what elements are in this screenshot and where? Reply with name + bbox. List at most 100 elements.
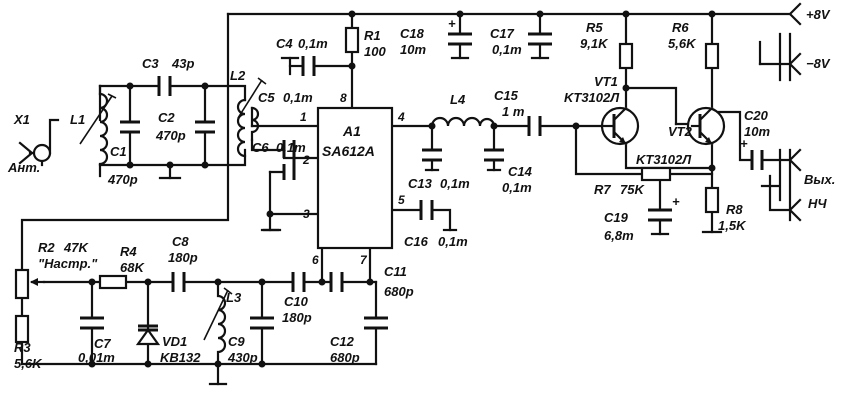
chip-pin-5: 5 xyxy=(398,193,405,207)
c7-value: 0,01m xyxy=(78,350,115,365)
r1-value: 100 xyxy=(364,44,386,59)
capacitor-c1: C1 470p xyxy=(107,120,140,187)
chip-pin-4: 4 xyxy=(397,110,405,124)
chip-a1: A1 SA612A 8 1 2 3 4 5 6 7 xyxy=(300,91,405,267)
transistor-vt1: VT1 KT3102Л xyxy=(564,74,640,146)
transistors: VT1 KT3102Л VT2 KT3102Л xyxy=(564,74,726,167)
l4-ref: L4 xyxy=(450,92,466,107)
capacitors: C4 0,1m + C18 10m C17 0,1m C3 43p C1 470… xyxy=(78,16,770,365)
capacitor-c5: C5 0,1m xyxy=(258,90,313,105)
capacitor-c16: C16 0,1m xyxy=(404,200,468,249)
r6-ref: R6 xyxy=(672,20,689,35)
x1-label: Ант. xyxy=(7,160,40,175)
capacitor-c2: C2 470p xyxy=(155,110,215,143)
chip-a1-ref: A1 xyxy=(342,123,361,139)
inductor-l1: L1 xyxy=(70,92,117,166)
c2-value: 470p xyxy=(155,128,186,143)
capacitor-c9: C9 430p xyxy=(227,316,274,365)
c16-value: 0,1m xyxy=(438,234,468,249)
r2-label: "Настр." xyxy=(38,256,98,271)
c20-ref: C20 xyxy=(744,108,769,123)
c9-ref: C9 xyxy=(228,334,245,349)
c3-ref: C3 xyxy=(142,56,159,71)
inductor-l2: L2 xyxy=(230,68,267,158)
c15-value: 1 m xyxy=(502,104,525,119)
capacitor-c17: C17 0,1m xyxy=(490,26,552,60)
c18-plus: + xyxy=(448,16,456,31)
c13-value: 0,1m xyxy=(440,176,470,191)
c19-value: 6,8m xyxy=(604,228,634,243)
c19-ref: C19 xyxy=(604,210,629,225)
c9-value: 430p xyxy=(227,350,258,365)
r2-ref: R2 xyxy=(38,240,55,255)
r1-ref: R1 xyxy=(364,28,381,43)
l1-ref: L1 xyxy=(70,112,85,127)
l2-ref: L2 xyxy=(230,68,246,83)
capacitor-c10: C10 180p xyxy=(282,272,312,325)
c8-ref: C8 xyxy=(172,234,189,249)
capacitor-c7: C7 0,01m xyxy=(78,316,115,365)
c12-value: 680p xyxy=(330,350,360,365)
r6-value: 5,6K xyxy=(668,36,697,51)
capacitor-c18: + C18 10m xyxy=(400,16,472,60)
r7-ref: R7 xyxy=(594,182,611,197)
out-label-2: НЧ xyxy=(808,196,827,211)
chip-pin-2: 2 xyxy=(302,153,310,167)
c6-ref: C6 xyxy=(252,140,269,155)
ground-symbols xyxy=(260,56,300,232)
c14-value: 0,1m xyxy=(502,180,532,195)
r5-value: 9,1K xyxy=(580,36,609,51)
c7-ref: C7 xyxy=(94,336,111,351)
r8-ref: R8 xyxy=(726,202,743,217)
chip-pin-1: 1 xyxy=(300,110,307,124)
terminals: X1 Ант. +8V −8V Вых. НЧ xyxy=(7,2,835,222)
c14-ref: C14 xyxy=(508,164,533,179)
resistor-r3: R3 5,6K xyxy=(14,314,43,371)
c8-value: 180p xyxy=(168,250,198,265)
capacitor-c15: C15 1 m xyxy=(494,88,542,136)
chip-pin-7: 7 xyxy=(360,253,368,267)
resistor-r1: R1 100 xyxy=(344,26,386,59)
c20-value: 10m xyxy=(744,124,770,139)
r4-ref: R4 xyxy=(120,244,137,259)
inductor-l3: L3 xyxy=(203,280,242,366)
r8-value: 1,5K xyxy=(718,218,747,233)
audio-output-terminals: Вых. НЧ xyxy=(778,148,835,222)
potentiometer-r2: R2 47K "Настр." xyxy=(14,240,98,300)
chip-pin-3: 3 xyxy=(303,207,310,221)
capacitor-c3: C3 43p xyxy=(142,56,194,96)
r5-ref: R5 xyxy=(586,20,603,35)
c10-ref: C10 xyxy=(284,294,309,309)
power-terminals: +8V −8V xyxy=(778,2,831,82)
resistor-r6: R6 5,6K xyxy=(668,20,720,70)
vd1-value: KB132 xyxy=(160,350,201,365)
resistor-r7: R7 75K xyxy=(594,166,672,197)
capacitor-c19: + C19 6,8m xyxy=(604,194,680,243)
c12-ref: C12 xyxy=(330,334,355,349)
c15-ref: C15 xyxy=(494,88,519,103)
c11-ref: C11 xyxy=(384,264,407,279)
capacitor-c13: C13 0,1m xyxy=(408,148,470,191)
r3-ref: R3 xyxy=(14,340,31,355)
c5-ref: C5 xyxy=(258,90,275,105)
vd1-ref: VD1 xyxy=(162,334,187,349)
x1-ref: X1 xyxy=(13,112,30,127)
transistor-vt2: VT2 KT3102Л xyxy=(636,106,726,167)
c19-plus: + xyxy=(672,194,680,209)
c18-value: 10m xyxy=(400,42,426,57)
capacitor-c6: C6 0,1m xyxy=(252,140,306,180)
c1-value: 470p xyxy=(107,172,138,187)
capacitor-c8: C8 180p xyxy=(168,234,198,292)
l3-ref: L3 xyxy=(226,290,242,305)
capacitor-c12: C12 680p xyxy=(330,316,388,365)
c20-plus: + xyxy=(740,136,748,151)
r7-value: 75K xyxy=(620,182,645,197)
resistor-r5: R5 9,1K xyxy=(580,20,634,70)
inductor-l4: L4 xyxy=(430,92,496,128)
c17-value: 0,1m xyxy=(492,42,522,57)
c10-value: 180p xyxy=(282,310,312,325)
vt2-ref: VT2 xyxy=(668,124,693,139)
c4-ref: C4 xyxy=(276,36,293,51)
c16-ref: C16 xyxy=(404,234,429,249)
